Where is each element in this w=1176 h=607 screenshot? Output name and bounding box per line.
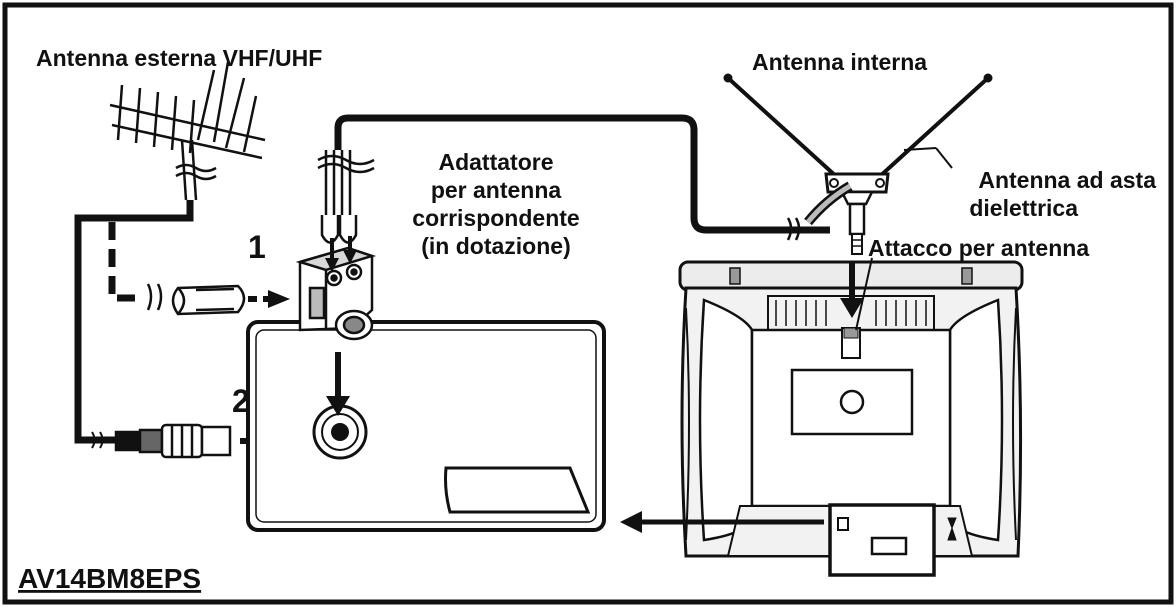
step-2-label: 2 (232, 383, 250, 419)
flat-cable-dashed (108, 222, 140, 302)
label-internal-antenna: Antenna interna (752, 49, 927, 75)
flat-cable-arrow-icon (268, 290, 290, 308)
television-rear-icon (678, 260, 1024, 577)
antenna-socket-icon (312, 404, 368, 460)
adapter-down-arrow-icon (326, 396, 350, 416)
connector-leader (855, 257, 873, 331)
panel-connector-box (444, 466, 591, 514)
panel-zoom-arrow-icon (620, 511, 642, 533)
tv-connector-arrow-icon (840, 298, 864, 318)
label-antenna-connector: Attacco per antenna (868, 235, 1089, 261)
label-rod-antenna-line1: Antenna ad asta (978, 167, 1156, 193)
label-adapter-line1: Adattatore (438, 149, 553, 175)
rod-antenna-leader (903, 147, 937, 151)
tv-vent-grille (775, 300, 927, 326)
label-adapter-line4: (in dotazione) (421, 233, 570, 259)
fork-arrow-2-icon (343, 250, 357, 264)
internal-antenna-cable (334, 114, 830, 234)
external-antenna-cable (74, 200, 194, 444)
label-adapter-line3: corrispondente (412, 205, 579, 231)
coax-plug-icon (114, 423, 232, 459)
model-number: AV14BM8EPS (18, 563, 201, 594)
external-antenna-icon (109, 61, 266, 201)
fork-arrow-1-icon (325, 258, 339, 272)
label-external-antenna: Antenna esterna VHF/UHF (36, 45, 322, 71)
fork-terminals-icon (317, 150, 375, 244)
step-1-label: 1 (248, 229, 266, 265)
label-rod-antenna-line2: dielettrica (969, 195, 1078, 221)
flat-cable-icon (171, 284, 246, 316)
label-adapter-line2: per antenna (431, 177, 562, 203)
internal-antenna-icon (723, 73, 993, 255)
